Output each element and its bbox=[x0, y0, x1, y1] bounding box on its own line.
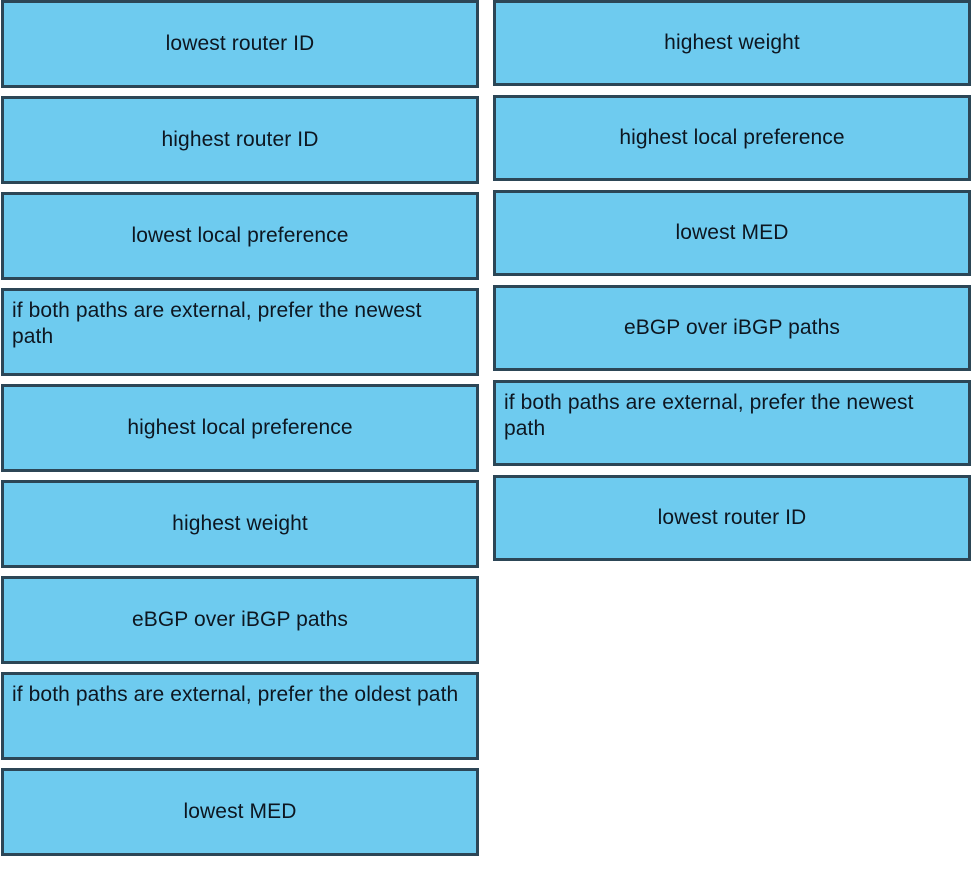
option-label: lowest MED bbox=[183, 800, 297, 823]
option-label: lowest router ID bbox=[165, 32, 315, 55]
option-label: eBGP over iBGP paths bbox=[623, 316, 840, 339]
answer-options-column: lowest router ID highest router ID lowes… bbox=[1, 0, 479, 856]
option-box-left-5[interactable]: highest local preference bbox=[1, 384, 479, 472]
option-label: if both paths are external, prefer the n… bbox=[504, 391, 914, 440]
option-label: eBGP over iBGP paths bbox=[131, 608, 348, 631]
option-box-left-8[interactable]: if both paths are external, prefer the o… bbox=[1, 672, 479, 760]
option-box-left-7[interactable]: eBGP over iBGP paths bbox=[1, 576, 479, 664]
option-box-right-2[interactable]: highest local preference bbox=[493, 95, 971, 181]
option-box-left-4[interactable]: if both paths are external, prefer the n… bbox=[1, 288, 479, 376]
option-box-left-3[interactable]: lowest local preference bbox=[1, 192, 479, 280]
option-box-left-9[interactable]: lowest MED bbox=[1, 768, 479, 856]
option-box-right-1[interactable]: highest weight bbox=[493, 0, 971, 86]
option-label: highest router ID bbox=[161, 128, 319, 151]
option-box-left-2[interactable]: highest router ID bbox=[1, 96, 479, 184]
ordered-answer-column: highest weight highest local preference … bbox=[493, 0, 971, 561]
option-box-right-3[interactable]: lowest MED bbox=[493, 190, 971, 276]
option-label: highest weight bbox=[172, 512, 308, 535]
option-label: highest local preference bbox=[619, 126, 845, 149]
option-label: lowest local preference bbox=[131, 224, 349, 247]
option-box-left-1[interactable]: lowest router ID bbox=[1, 0, 479, 88]
option-box-right-5[interactable]: if both paths are external, prefer the n… bbox=[493, 380, 971, 466]
option-label: if both paths are external, prefer the n… bbox=[12, 299, 422, 348]
option-label: highest weight bbox=[664, 31, 800, 54]
option-box-left-6[interactable]: highest weight bbox=[1, 480, 479, 568]
option-box-right-4[interactable]: eBGP over iBGP paths bbox=[493, 285, 971, 371]
option-label: if both paths are external, prefer the o… bbox=[12, 683, 459, 706]
option-label: lowest MED bbox=[675, 221, 789, 244]
option-label: highest local preference bbox=[127, 416, 353, 439]
option-label: lowest router ID bbox=[657, 506, 807, 529]
option-box-right-6[interactable]: lowest router ID bbox=[493, 475, 971, 561]
